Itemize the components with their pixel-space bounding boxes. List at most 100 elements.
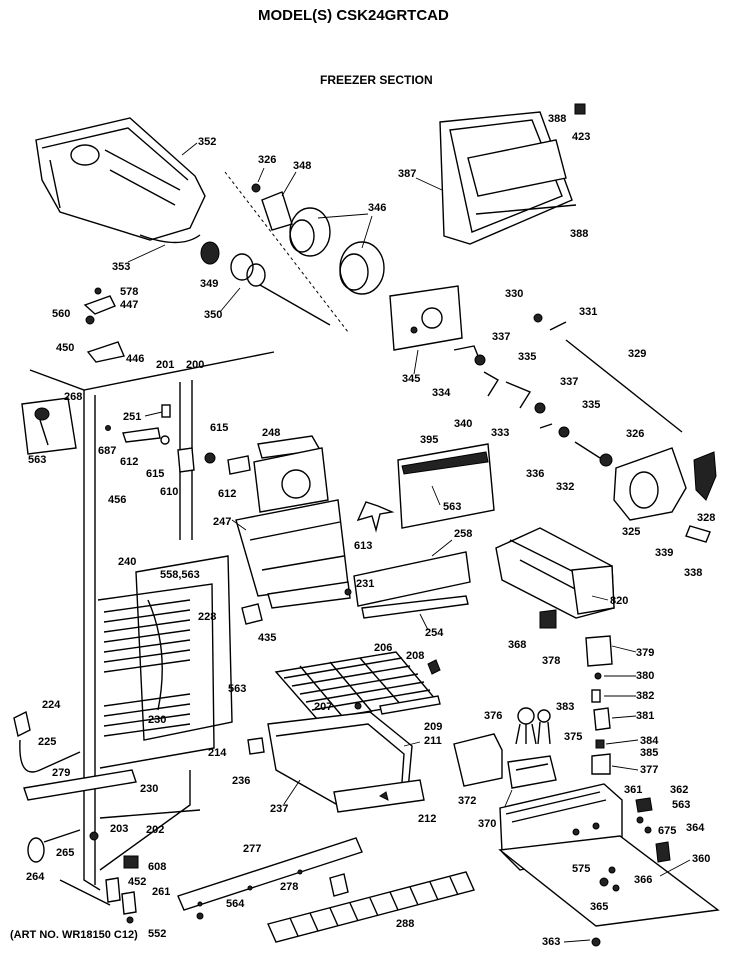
- small-parts-362-675-364: [635, 797, 671, 863]
- cover-372-and-part-370: [453, 733, 557, 789]
- label-435: 435: [258, 632, 276, 644]
- label-268: 268: [64, 391, 82, 403]
- art-number: (ART NO. WR18150 C12): [10, 929, 138, 941]
- label-362: 362: [670, 784, 688, 796]
- label-452: 452: [128, 876, 146, 888]
- label-335a: 335: [518, 351, 536, 363]
- label-363: 363: [542, 936, 560, 948]
- label-200: 200: [186, 359, 204, 371]
- label-264: 264: [26, 871, 45, 883]
- label-615a: 615: [210, 422, 228, 434]
- label-352: 352: [198, 136, 216, 148]
- label-384: 384: [640, 735, 659, 747]
- label-612a: 612: [120, 456, 138, 468]
- label-563b: 563: [443, 501, 461, 513]
- label-211: 211: [424, 735, 442, 747]
- label-251: 251: [123, 411, 141, 423]
- label-325: 325: [622, 526, 640, 538]
- label-380: 380: [636, 670, 654, 682]
- label-563d: 563: [672, 799, 690, 811]
- label-353: 353: [112, 261, 130, 273]
- label-575: 575: [572, 863, 590, 875]
- fan-blade-613: [356, 501, 395, 533]
- label-376: 376: [484, 710, 502, 722]
- label-450: 450: [56, 342, 74, 354]
- label-387: 387: [398, 168, 416, 180]
- label-277: 277: [243, 843, 261, 855]
- label-206: 206: [374, 642, 392, 654]
- label-265: 265: [56, 847, 74, 859]
- control-panel-395: [397, 443, 495, 529]
- label-350: 350: [204, 309, 222, 321]
- label-388b: 388: [570, 228, 588, 240]
- wire-shelf-206: [274, 651, 441, 721]
- label-326a: 326: [258, 154, 276, 166]
- label-224: 224: [42, 699, 61, 711]
- label-337b: 337: [560, 376, 578, 388]
- ice-bucket-352: [35, 117, 206, 244]
- label-329: 329: [628, 348, 646, 360]
- label-379: 379: [636, 647, 654, 659]
- label-330: 330: [505, 288, 523, 300]
- label-687: 687: [98, 445, 116, 457]
- label-203: 203: [110, 823, 128, 835]
- label-395: 395: [420, 434, 438, 446]
- part-435: [241, 603, 263, 625]
- label-675: 675: [658, 825, 676, 837]
- label-212: 212: [418, 813, 436, 825]
- rail-277: [177, 837, 363, 911]
- label-336: 336: [526, 468, 544, 480]
- label-560: 560: [52, 308, 70, 320]
- drain-parts: [13, 710, 137, 801]
- label-349: 349: [200, 278, 218, 290]
- label-360: 360: [692, 853, 710, 865]
- label-613: 613: [354, 540, 372, 552]
- label-328: 328: [697, 512, 715, 524]
- label-385: 385: [640, 747, 658, 759]
- label-348: 348: [293, 160, 311, 172]
- label-338: 338: [684, 567, 702, 579]
- label-346: 346: [368, 202, 386, 214]
- label-261: 261: [152, 886, 170, 898]
- label-377: 377: [640, 764, 658, 776]
- label-334: 334: [432, 387, 451, 399]
- small-hardware-bottom-left: [105, 855, 139, 924]
- label-447: 447: [120, 299, 138, 311]
- label-247: 247: [213, 516, 231, 528]
- label-558-563: 558,563: [160, 569, 200, 581]
- linkage-parts: [453, 313, 683, 467]
- control-parts-cluster: [105, 404, 251, 475]
- label-237: 237: [270, 803, 288, 815]
- label-209: 209: [424, 721, 442, 733]
- icemaker-820: [495, 527, 615, 619]
- label-228: 228: [198, 611, 216, 623]
- label-335b: 335: [582, 399, 600, 411]
- component-268: [21, 397, 77, 455]
- label-240: 240: [118, 556, 136, 568]
- auger-parts: [200, 171, 349, 333]
- label-372: 372: [458, 795, 476, 807]
- freezer-basket-211: [267, 711, 425, 813]
- motor-bracket-345: [389, 285, 463, 351]
- label-381: 381: [636, 710, 654, 722]
- auger-drive-parts: [251, 183, 385, 295]
- shelf-parts: [344, 551, 471, 619]
- label-608: 608: [148, 861, 166, 873]
- label-423: 423: [572, 131, 590, 143]
- label-331: 331: [579, 306, 597, 318]
- small-parts-578-447-560: [83, 287, 125, 363]
- label-364: 364: [686, 822, 705, 834]
- label-339: 339: [655, 547, 673, 559]
- label-564: 564: [226, 898, 245, 910]
- label-225: 225: [38, 736, 56, 748]
- label-375: 375: [564, 731, 582, 743]
- label-563a: 563: [28, 454, 46, 466]
- label-208: 208: [406, 650, 424, 662]
- label-236: 236: [232, 775, 250, 787]
- label-230a: 230: [148, 714, 166, 726]
- label-610: 610: [160, 486, 178, 498]
- label-382: 382: [636, 690, 654, 702]
- dispenser-door-387: [439, 103, 586, 245]
- label-337a: 337: [492, 331, 510, 343]
